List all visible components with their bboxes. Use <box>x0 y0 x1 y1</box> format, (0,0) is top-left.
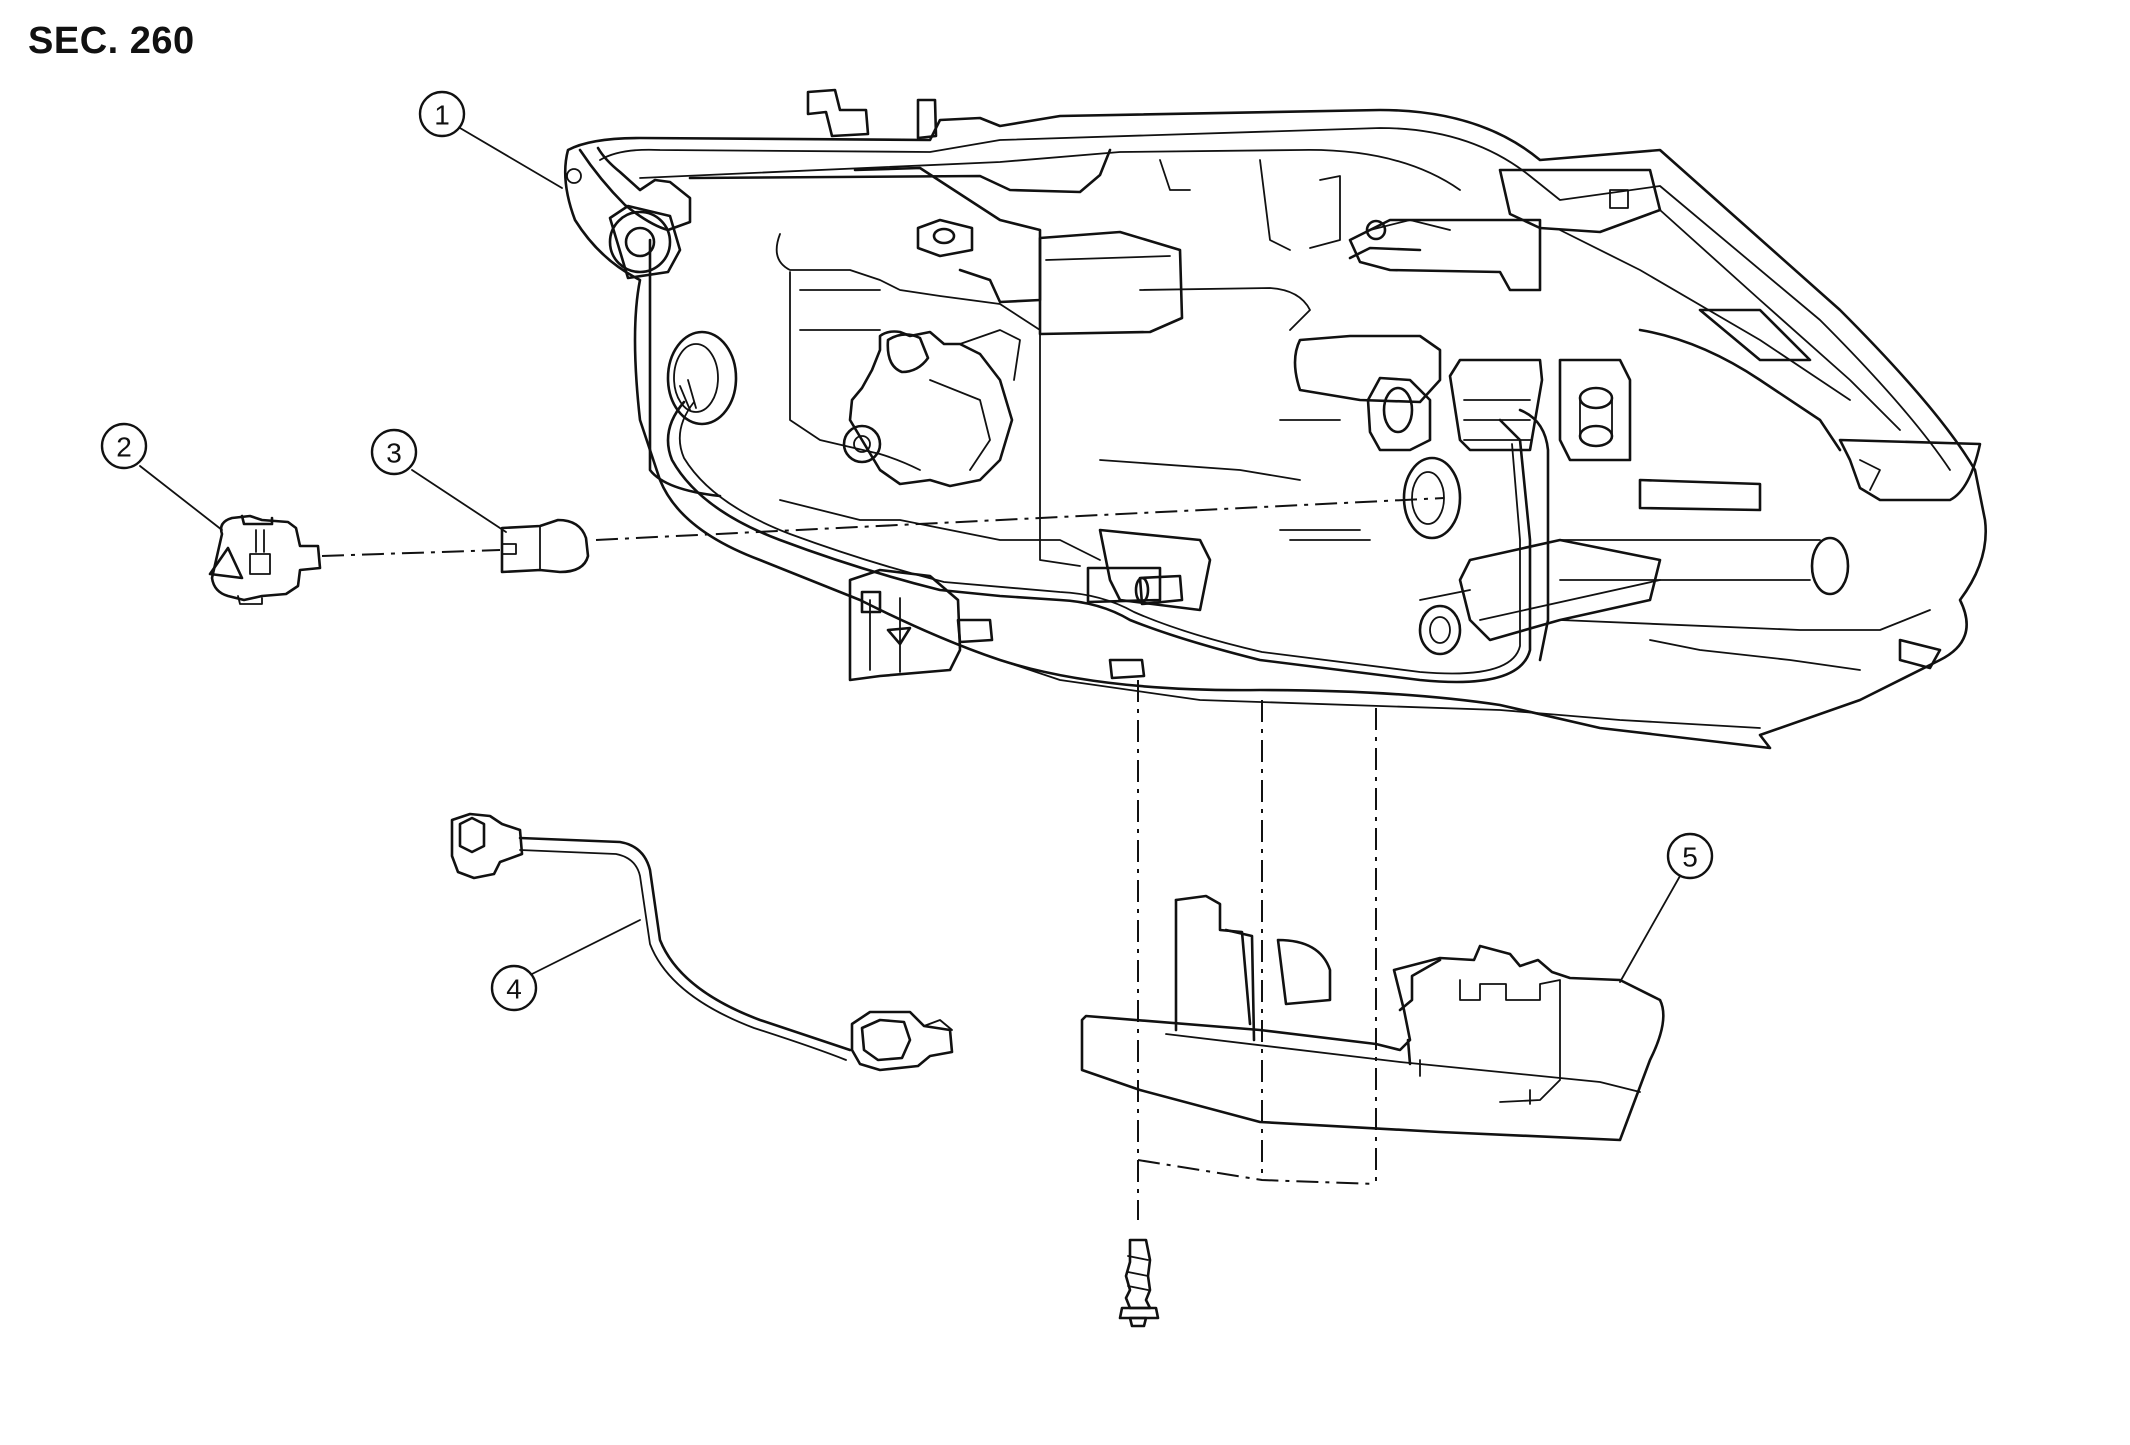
bulb-socket <box>208 514 322 605</box>
callout-2-label: 2 <box>116 432 132 463</box>
harness <box>450 812 954 1072</box>
headlamp-housing <box>563 88 1987 750</box>
callout-5-label: 5 <box>1682 842 1698 873</box>
callout-3-label: 3 <box>386 438 402 469</box>
callout-4-label: 4 <box>506 974 522 1005</box>
screw <box>1118 1238 1160 1328</box>
lower-cover <box>1080 894 1665 1142</box>
callout-1-label: 1 <box>434 100 450 131</box>
callout-5: 5 <box>1619 832 1714 983</box>
section-label: SEC. 260 <box>28 20 195 62</box>
callout-3: 3 <box>370 428 507 533</box>
callout-2: 2 <box>100 422 223 531</box>
bulb <box>500 518 590 574</box>
callout-1: 1 <box>418 90 563 189</box>
assembly-lines <box>321 497 1445 1220</box>
callout-4: 4 <box>490 919 641 1012</box>
